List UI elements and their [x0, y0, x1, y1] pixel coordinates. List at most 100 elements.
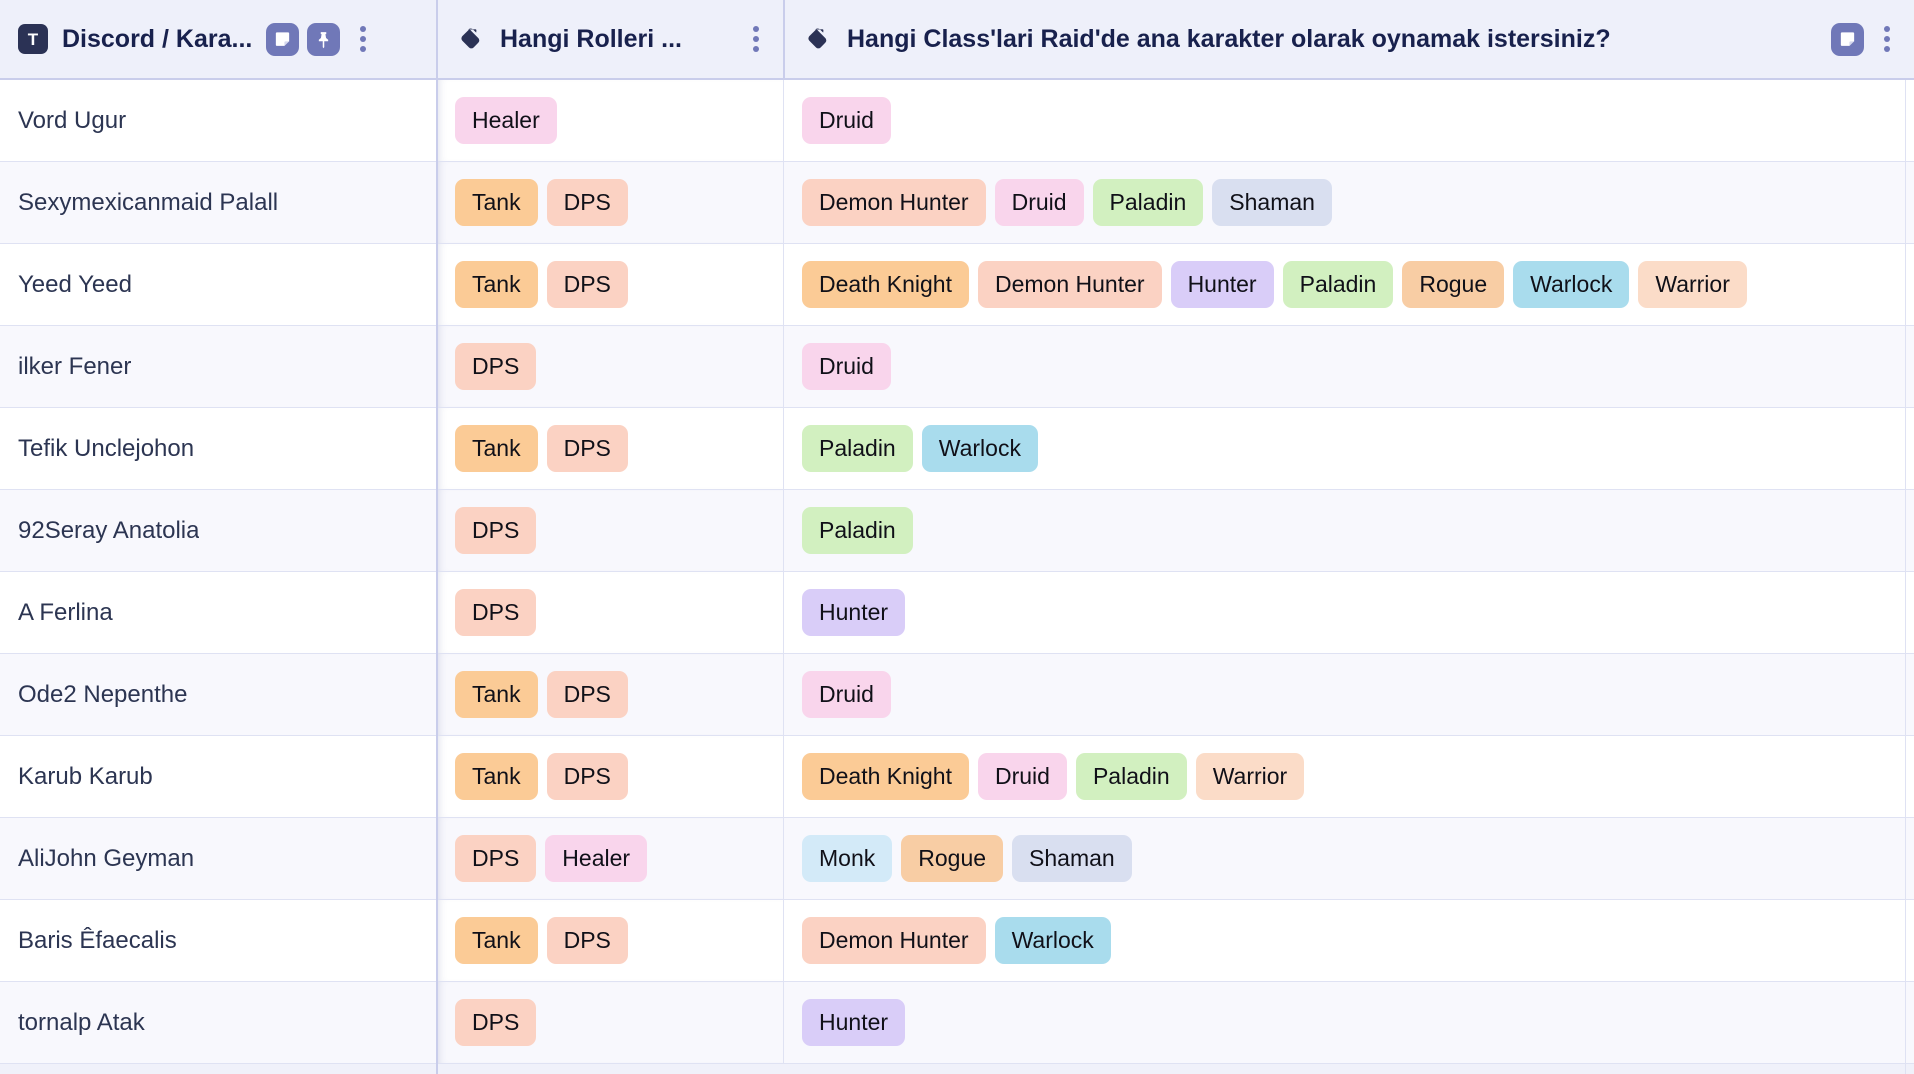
column-header-roles[interactable]: Hangi Rolleri ...	[436, 0, 783, 78]
table-row[interactable]: 92Seray Anatolia DPS Paladin	[0, 490, 1914, 572]
tag-chip[interactable]: DPS	[455, 343, 537, 390]
pin-icon[interactable]	[307, 22, 341, 56]
tag-chip[interactable]: Death Knight	[802, 753, 969, 800]
tag-chip[interactable]: Warrior	[1195, 753, 1305, 800]
column-header-classes[interactable]: Hangi Class'lari Raid'de ana karakter ol…	[783, 0, 1914, 78]
cell-name[interactable]: Karub Karub	[0, 736, 436, 817]
tag-chip[interactable]: Shaman	[1212, 179, 1332, 226]
tag-chip[interactable]: Demon Hunter	[802, 917, 986, 964]
note-icon[interactable]	[1831, 22, 1864, 56]
tag-chip[interactable]: Tank	[455, 917, 538, 964]
tag-chip[interactable]: Tank	[455, 425, 538, 472]
cell-name[interactable]: A Ferlina	[0, 572, 436, 653]
tag-chip[interactable]: DPS	[546, 425, 628, 472]
column-menu-icon[interactable]	[1874, 23, 1900, 56]
tag-chip[interactable]: Hunter	[802, 999, 906, 1046]
cell-classes[interactable]: Hunter	[783, 982, 1914, 1063]
tag-chip[interactable]: Druid	[977, 753, 1067, 800]
tag-chip[interactable]: Demon Hunter	[977, 261, 1162, 308]
tag-chip[interactable]: Druid	[994, 179, 1084, 226]
tag-chip[interactable]: Healer	[455, 97, 557, 144]
tag-chip[interactable]: Tank	[455, 179, 538, 226]
cell-name[interactable]: Sexymexicanmaid Palall	[0, 162, 436, 243]
table-row[interactable]: Vord Ugur Healer Druid	[0, 80, 1914, 162]
tag-chip[interactable]: Tank	[455, 261, 538, 308]
cell-name[interactable]: 92Seray Anatolia	[0, 490, 436, 571]
tag-chip[interactable]: Hunter	[802, 589, 906, 636]
tag-chip[interactable]: Warrior	[1638, 261, 1747, 308]
cell-roles[interactable]: DPS	[436, 982, 783, 1063]
cell-name[interactable]: Ode2 Nepenthe	[0, 654, 436, 735]
tag-chip[interactable]: Paladin	[802, 425, 913, 472]
tag-chip[interactable]: Warlock	[921, 425, 1038, 472]
table-row[interactable]: ilker Fener DPS Druid	[0, 326, 1914, 408]
cell-name[interactable]: ilker Fener	[0, 326, 436, 407]
tag-chip[interactable]: DPS	[455, 999, 537, 1046]
tag-chip[interactable]: Paladin	[1282, 261, 1394, 308]
tag-chip[interactable]: DPS	[546, 261, 628, 308]
tag-chip[interactable]: DPS	[546, 671, 628, 718]
cell-name[interactable]: Tefik Unclejohon	[0, 408, 436, 489]
column-header-name[interactable]: T Discord / Kara...	[0, 0, 436, 78]
cell-name[interactable]: Vord Ugur	[0, 80, 436, 161]
tag-chip[interactable]: Death Knight	[802, 261, 969, 308]
tag-chip[interactable]: DPS	[455, 507, 537, 554]
tag-chip[interactable]: Hunter	[1170, 261, 1274, 308]
tag-chip[interactable]: Demon Hunter	[802, 179, 986, 226]
note-icon[interactable]	[266, 22, 300, 56]
tag-chip[interactable]: Healer	[545, 835, 648, 882]
cell-name[interactable]: AliJohn Geyman	[0, 818, 436, 899]
tag-chip[interactable]: DPS	[546, 753, 628, 800]
tag-chip[interactable]: Warlock	[1513, 261, 1630, 308]
tag-chip[interactable]: Paladin	[1075, 753, 1187, 800]
cell-roles[interactable]: Healer	[436, 80, 783, 161]
cell-classes[interactable]: Druid	[783, 654, 1914, 735]
tag-chip[interactable]: Warlock	[994, 917, 1111, 964]
tag-chip[interactable]: Rogue	[901, 835, 1004, 882]
tag-chip[interactable]: Rogue	[1402, 261, 1505, 308]
cell-roles[interactable]: DPS	[436, 490, 783, 571]
tag-chip[interactable]: DPS	[455, 835, 537, 882]
tag-chip[interactable]: Tank	[455, 753, 538, 800]
tag-chip[interactable]: DPS	[455, 589, 537, 636]
cell-name[interactable]: Yeed Yeed	[0, 244, 436, 325]
tag-chip[interactable]: Monk	[802, 835, 893, 882]
tag-chip[interactable]: DPS	[546, 179, 628, 226]
cell-roles[interactable]: DPS	[436, 326, 783, 407]
tag-chip[interactable]: DPS	[546, 917, 628, 964]
tag-chip[interactable]: Paladin	[1092, 179, 1204, 226]
cell-classes[interactable]: Druid	[783, 80, 1914, 161]
tag-chip[interactable]: Druid	[802, 97, 891, 144]
cell-classes[interactable]: Paladin	[783, 490, 1914, 571]
column-menu-icon[interactable]	[350, 23, 376, 56]
cell-roles[interactable]: DPS	[436, 572, 783, 653]
cell-name[interactable]: Baris Êfaecalis	[0, 900, 436, 981]
tag-chip[interactable]: Shaman	[1012, 835, 1132, 882]
tag-chip[interactable]: Druid	[802, 671, 891, 718]
cell-classes[interactable]: Hunter	[783, 572, 1914, 653]
cell-classes[interactable]: Druid	[783, 326, 1914, 407]
tag-chip[interactable]: Paladin	[802, 507, 913, 554]
column-menu-icon[interactable]	[743, 23, 769, 56]
